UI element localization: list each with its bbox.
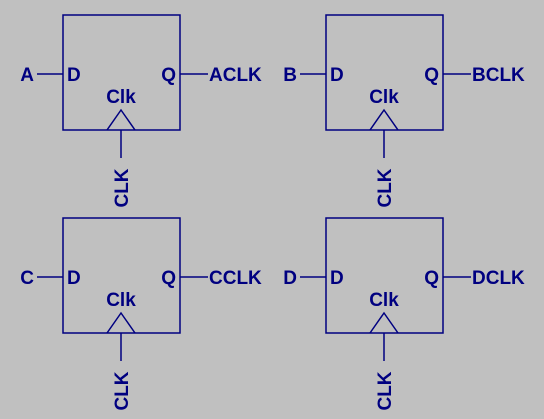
- d-pin-label: D: [67, 268, 81, 289]
- flipflop-3[interactable]: D Q Clk C CCLK CLK: [20, 217, 262, 411]
- input-net-label: A: [20, 65, 34, 86]
- flipflop-4[interactable]: D Q Clk D DCLK CLK: [283, 217, 525, 411]
- flipflop-1[interactable]: D Q Clk A ACLK CLK: [20, 14, 262, 208]
- clock-edge-triangle: [369, 108, 399, 131]
- output-net-label: ACLK: [209, 65, 262, 86]
- clock-edge-triangle: [106, 311, 136, 334]
- d-pin-label: D: [330, 65, 344, 86]
- input-net-label: C: [20, 268, 34, 289]
- output-net-label: CCLK: [209, 268, 262, 289]
- clock-net-label: CLK: [375, 168, 396, 207]
- clk-pin-label: Clk: [106, 290, 136, 311]
- q-pin-label: Q: [161, 65, 176, 86]
- clock-net-label: CLK: [112, 371, 133, 410]
- input-net-label: D: [283, 268, 297, 289]
- clock-net-label: CLK: [375, 371, 396, 410]
- q-pin-label: Q: [424, 268, 439, 289]
- d-pin-label: D: [330, 268, 344, 289]
- q-pin-label: Q: [161, 268, 176, 289]
- clk-pin-label: Clk: [369, 290, 399, 311]
- clk-pin-label: Clk: [369, 87, 399, 108]
- clock-edge-triangle: [369, 311, 399, 334]
- clock-net-label: CLK: [112, 168, 133, 207]
- d-pin-label: D: [67, 65, 81, 86]
- output-net-label: DCLK: [472, 268, 525, 289]
- output-net-label: BCLK: [472, 65, 525, 86]
- input-net-label: B: [283, 65, 297, 86]
- clk-pin-label: Clk: [106, 87, 136, 108]
- q-pin-label: Q: [424, 65, 439, 86]
- flipflop-2[interactable]: D Q Clk B BCLK CLK: [283, 14, 525, 208]
- clock-edge-triangle: [106, 108, 136, 131]
